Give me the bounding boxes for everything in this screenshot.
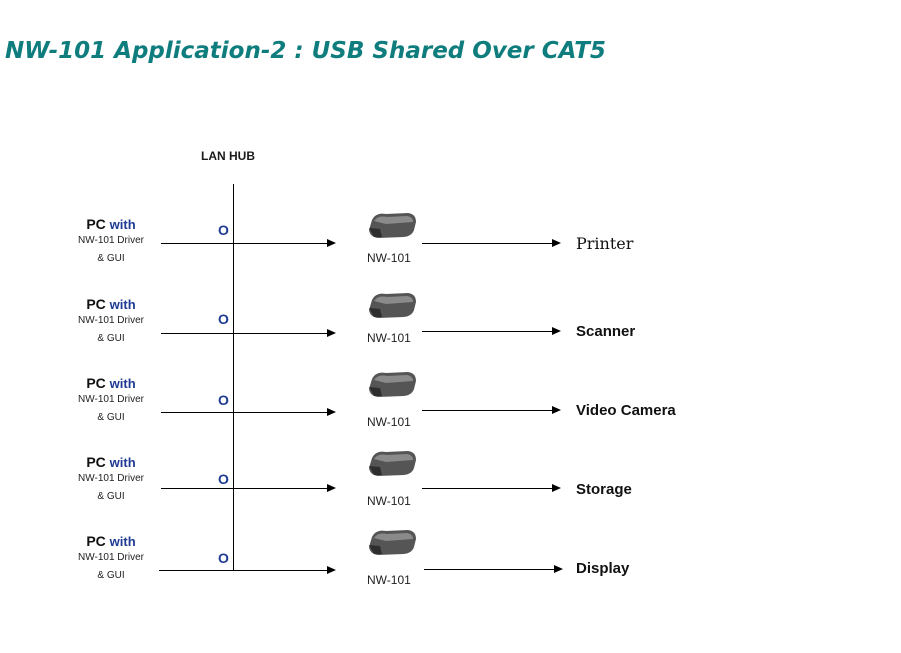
pc-text: PC: [86, 296, 106, 312]
wire-pc-to-device: [161, 488, 331, 489]
target-label: Printer: [576, 234, 634, 253]
wire-device-to-target: [422, 488, 556, 489]
with-text: with: [109, 217, 136, 232]
gui-text: & GUI: [97, 253, 125, 264]
hub-port: O: [218, 222, 229, 238]
diagram-row-display: PC with NW-101 Driver & GUI O NW-101 Dis…: [0, 530, 901, 613]
gui-text: & GUI: [97, 570, 125, 581]
target-label: Scanner: [576, 323, 636, 340]
usb-device-icon: [369, 451, 416, 476]
driver-text: NW-101 Driver: [78, 394, 144, 405]
wire-device-to-target: [422, 243, 556, 244]
usb-device-icon: [369, 530, 416, 555]
pc-text: PC: [86, 216, 106, 232]
pc-label: PC with NW-101 Driver & GUI: [66, 533, 156, 585]
diagram-row-printer: PC with NW-101 Driver & GUI O NW-101 Pri…: [0, 213, 901, 296]
diagram-row-scanner: PC with NW-101 Driver & GUI O NW-101 Sca…: [0, 293, 901, 376]
diagram-row-storage: PC with NW-101 Driver & GUI O NW-101 Sto…: [0, 451, 901, 534]
pc-text: PC: [86, 533, 106, 549]
pc-text: PC: [86, 375, 106, 391]
hub-port: O: [218, 392, 229, 408]
device-label: NW-101: [367, 573, 411, 587]
pc-text: PC: [86, 454, 106, 470]
driver-text: NW-101 Driver: [78, 235, 144, 246]
with-text: with: [109, 297, 136, 312]
device-label: NW-101: [367, 251, 411, 265]
usb-device-icon: [369, 213, 416, 238]
wire-pc-to-device: [159, 570, 329, 571]
with-text: with: [109, 376, 136, 391]
pc-label: PC with NW-101 Driver & GUI: [66, 375, 156, 427]
arrow-head-icon: [327, 239, 336, 247]
usb-device-icon: [369, 293, 416, 318]
device-label: NW-101: [367, 331, 411, 345]
arrow-head-icon: [327, 566, 336, 574]
usb-device-icon: [369, 372, 416, 397]
arrow-head-icon: [327, 329, 336, 337]
driver-text: NW-101 Driver: [78, 473, 144, 484]
driver-text: NW-101 Driver: [78, 315, 144, 326]
device-label: NW-101: [367, 415, 411, 429]
pc-label: PC with NW-101 Driver & GUI: [66, 216, 156, 268]
arrow-head-icon: [552, 239, 561, 247]
wire-device-to-target: [424, 569, 558, 570]
arrow-head-icon: [552, 327, 561, 335]
hub-port: O: [218, 311, 229, 327]
gui-text: & GUI: [97, 412, 125, 423]
wire-device-to-target: [422, 410, 556, 411]
arrow-head-icon: [554, 565, 563, 573]
target-label: Display: [576, 560, 630, 577]
hub-port: O: [218, 550, 229, 566]
arrow-head-icon: [552, 406, 561, 414]
target-label: Storage: [576, 481, 632, 498]
target-label: Video Camera: [576, 402, 676, 419]
arrow-head-icon: [327, 484, 336, 492]
gui-text: & GUI: [97, 333, 125, 344]
wire-device-to-target: [422, 331, 556, 332]
arrow-head-icon: [552, 484, 561, 492]
pc-label: PC with NW-101 Driver & GUI: [66, 296, 156, 348]
with-text: with: [109, 534, 136, 549]
diagram-row-video-camera: PC with NW-101 Driver & GUI O NW-101 Vid…: [0, 372, 901, 455]
device-label: NW-101: [367, 494, 411, 508]
driver-text: NW-101 Driver: [78, 552, 144, 563]
hub-port: O: [218, 471, 229, 487]
arrow-head-icon: [327, 408, 336, 416]
lan-hub-bus: [233, 184, 234, 570]
wire-pc-to-device: [161, 243, 331, 244]
wire-pc-to-device: [161, 412, 331, 413]
with-text: with: [109, 455, 136, 470]
pc-label: PC with NW-101 Driver & GUI: [66, 454, 156, 506]
gui-text: & GUI: [97, 491, 125, 502]
wire-pc-to-device: [161, 333, 331, 334]
lan-hub-label: LAN HUB: [201, 149, 255, 163]
page-title: NW-101 Application-2 : USB Shared Over C…: [5, 38, 606, 64]
